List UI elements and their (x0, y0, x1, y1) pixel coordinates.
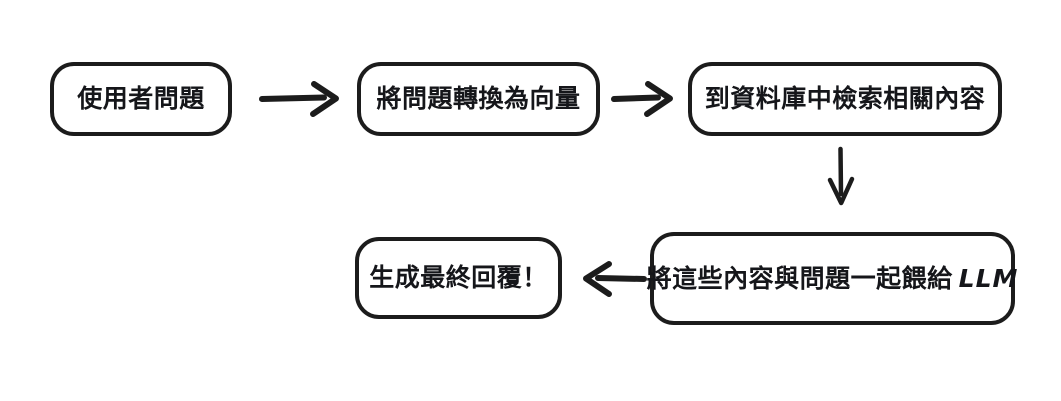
arrow-left-icon (578, 258, 648, 300)
node-final-answer-label: 生成最終回覆！ (369, 263, 548, 293)
node-retrieve-db[interactable]: 到資料庫中檢索相關內容 (688, 62, 1002, 136)
arrow-right-icon-2 (610, 78, 682, 120)
node-embed-question[interactable]: 將問題轉換為向量 (357, 62, 600, 136)
node-user-question[interactable]: 使用者問題 (50, 62, 232, 136)
node-retrieve-db-label: 到資料庫中檢索相關內容 (704, 84, 986, 114)
node-final-answer[interactable]: 生成最終回覆！ (355, 237, 562, 319)
node-embed-question-label: 將問題轉換為向量 (376, 84, 581, 114)
node-user-question-label: 使用者問題 (77, 84, 205, 114)
node-feed-llm-label-llm: LLM (958, 263, 1019, 293)
arrow-down-icon (818, 146, 864, 208)
node-feed-llm-label-cjk: 將這些內容與問題一起餵給 (646, 263, 953, 293)
arrow-right-icon-1 (258, 78, 350, 120)
